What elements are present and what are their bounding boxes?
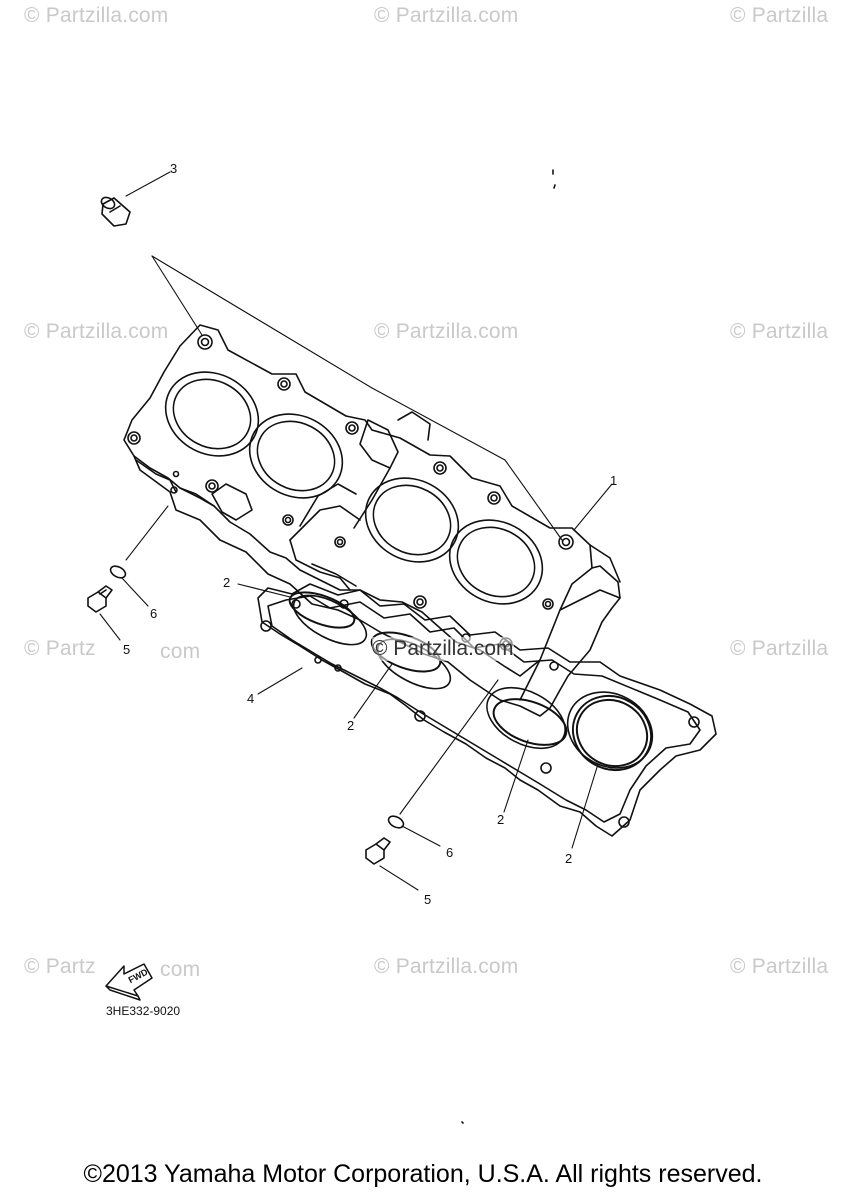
fwd-arrow [105,963,153,1001]
bolt-lower [365,837,391,865]
callout-2a: 2 [223,575,231,590]
watermark-low-left-b: com [160,640,201,663]
diagram-code: 3HE332-9020 [106,1004,181,1018]
bolt-upper [87,585,113,613]
watermark-top-left: © Partzilla.com [24,4,169,27]
callout-5a: 5 [123,642,131,657]
watermark-mid-left: © Partzilla.com [24,320,169,343]
callout-2c: 2 [497,812,505,827]
callout-2b: 2 [347,718,355,733]
dowel-pin [100,196,131,227]
watermark-bottom-center: © Partzilla.com [374,955,519,978]
watermark-low-left-a: © Partz [24,637,96,660]
watermark-top-center: © Partzilla.com [374,4,519,27]
leader-lines [99,171,613,891]
callout-1: 1 [610,473,618,488]
watermark-low-right: © Partzilla [730,637,829,660]
watermark-bottom-right: © Partzilla [730,955,829,978]
callout-2d: 2 [565,851,573,866]
base-gasket [257,583,717,837]
washer-lower [387,815,405,829]
watermark-mid-right: © Partzilla [730,320,829,343]
callout-4: 4 [247,691,255,706]
washer-upper [109,565,127,579]
callout-6b: 6 [446,845,454,860]
watermark-top-right: © Partzilla [730,4,829,27]
callout-3: 3 [170,161,178,176]
watermark-bottom-left-a: © Partz [24,955,96,978]
watermark-bottom-left-b: com [160,958,201,981]
watermark-center-overlay: © Partzilla.com [372,637,514,661]
watermark-mid-center: © Partzilla.com [374,320,519,343]
copyright-notice: ©2013 Yamaha Motor Corporation, U.S.A. A… [83,1160,763,1188]
callout-5b: 5 [424,892,432,907]
callout-6a: 6 [150,606,158,621]
